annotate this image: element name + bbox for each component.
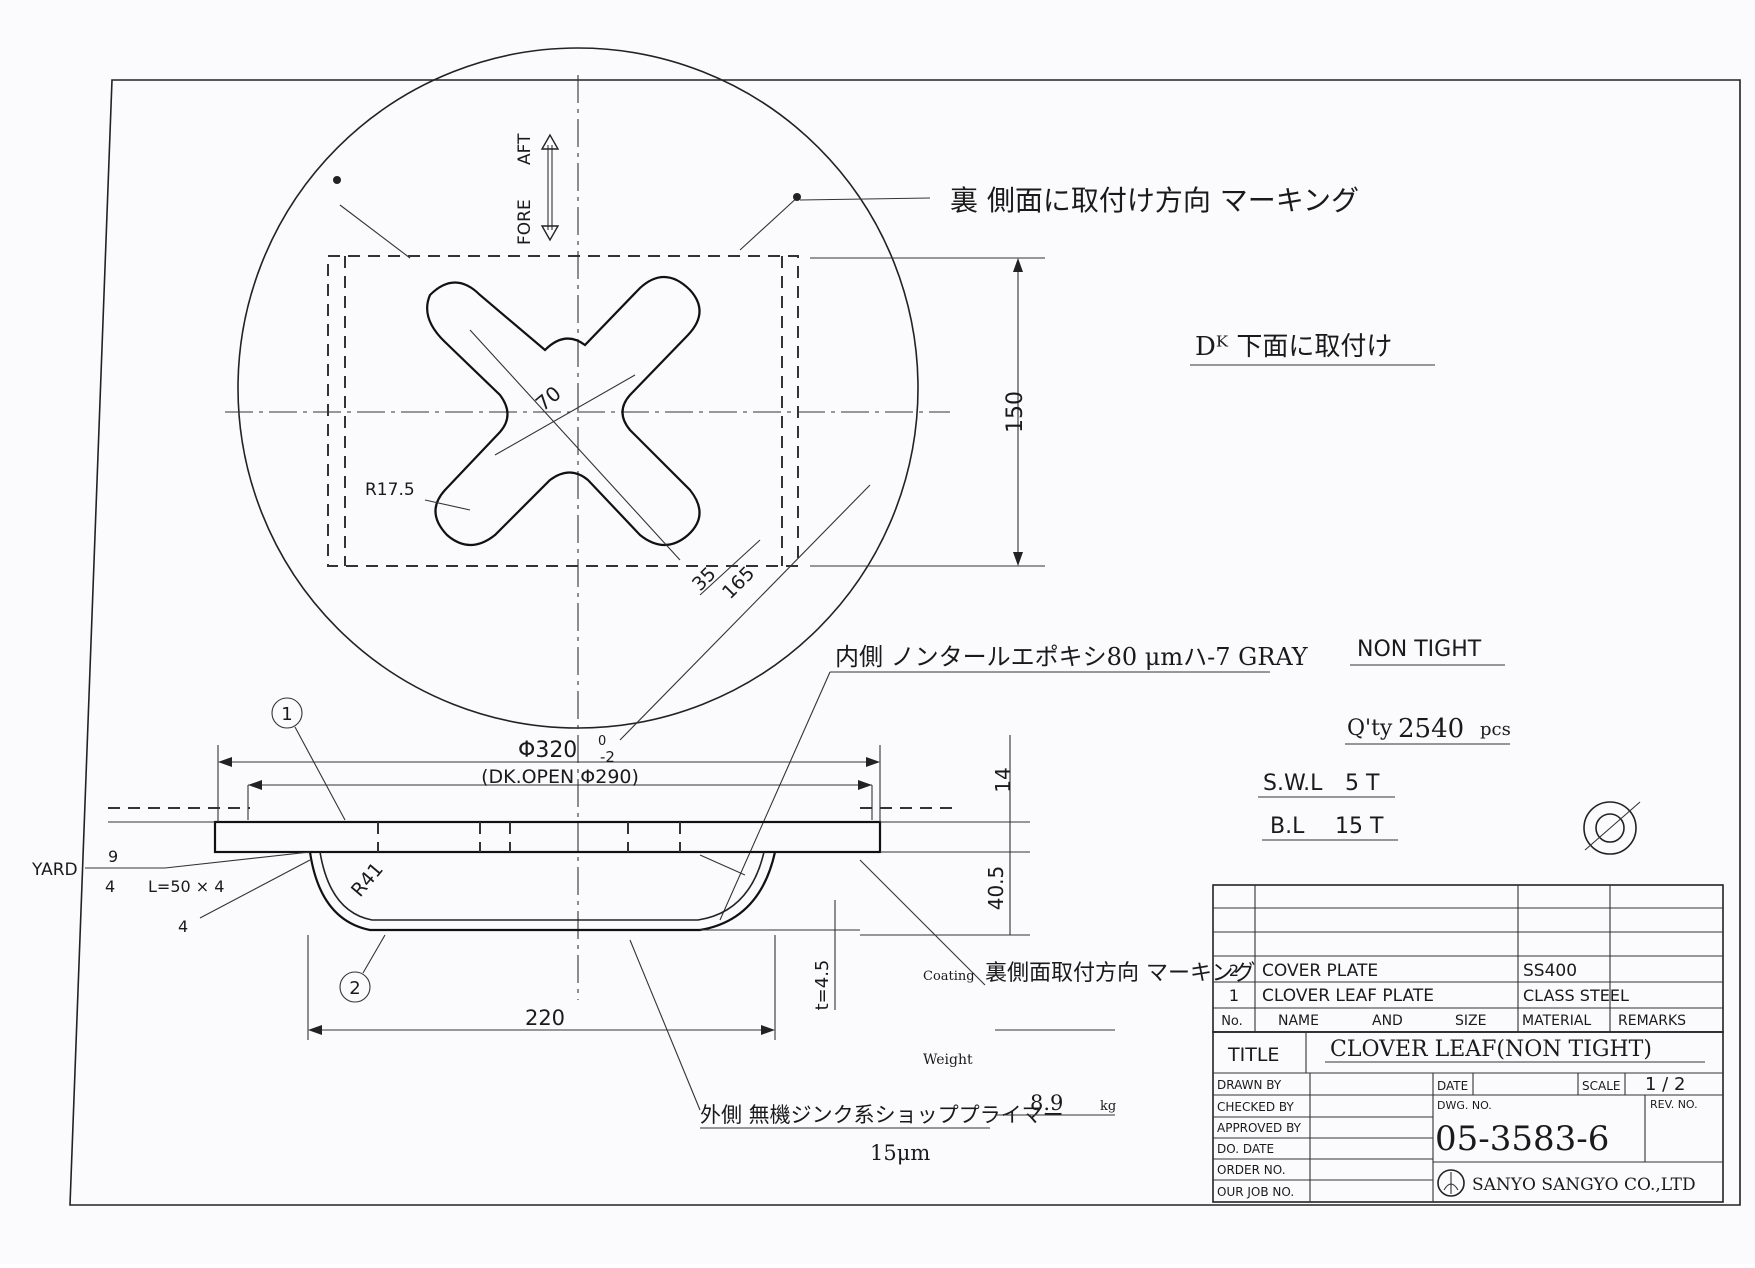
company-logo	[1437, 1169, 1465, 1197]
dim-phi-320-tol: 0	[598, 734, 606, 749]
dim-220: 220	[525, 1006, 565, 1030]
approved-by: APPROVED BY	[1217, 1121, 1302, 1135]
yard-label: YARD	[31, 860, 78, 880]
dim-r17-5: R17.5	[365, 480, 415, 500]
clover-leaf-cross	[426, 275, 701, 547]
fore-aft-arrow: FORE AFT	[515, 133, 560, 245]
spec-bl-label: B.L	[1270, 814, 1305, 839]
spec-non-tight: NON TIGHT	[1357, 637, 1482, 662]
svg-text:4: 4	[178, 917, 188, 936]
company-name: SANYO SANGYO CO.,LTD	[1472, 1175, 1696, 1195]
cover-plate-section	[213, 820, 882, 854]
spec-swl-label: S.W.L	[1263, 771, 1323, 796]
fore-label: FORE	[515, 199, 535, 245]
scale-value: 1 / 2	[1645, 1074, 1685, 1095]
rev-no-label: REV. NO.	[1650, 1098, 1698, 1111]
note-coating-marking: 裏側面取付方向 マーキング	[985, 961, 1255, 986]
svg-text:9: 9	[108, 847, 118, 866]
header-material: MATERIAL	[1522, 1013, 1591, 1029]
svg-text:4: 4	[105, 877, 115, 896]
dim-40-5: 40.5	[984, 866, 1008, 911]
drawn-by: DRAWN BY	[1217, 1078, 1282, 1092]
dim-thickness: t=4.5	[812, 960, 833, 1011]
header-no: No.	[1221, 1014, 1243, 1029]
dim-phi-320: Φ320	[518, 738, 577, 763]
parts-list-table: 2 COVER PLATE SS400 1 CLOVER LEAF PLATE …	[1212, 884, 1724, 1033]
projection-symbol	[1583, 801, 1641, 855]
note-marking-direction: 裏 側面に取付け方向 マーキング	[950, 184, 1359, 217]
checked-by: CHECKED BY	[1217, 1100, 1294, 1114]
spec-qty-prefix: Q'ty	[1347, 716, 1393, 741]
parts-row-1-name: CLOVER LEAF PLATE	[1262, 986, 1434, 1006]
header-and: AND	[1372, 1013, 1403, 1029]
parts-row-2-no: 2	[1229, 961, 1239, 980]
our-job-no: OUR JOB NO.	[1217, 1185, 1294, 1199]
spec-bl-value: 15 T	[1335, 814, 1384, 839]
parts-row-2-material: SS400	[1523, 961, 1577, 981]
spec-qty-unit: pcs	[1480, 719, 1511, 740]
dwg-no: 05-3583-6	[1435, 1119, 1609, 1159]
marking-dot-right	[793, 193, 801, 201]
header-size: SIZE	[1455, 1013, 1486, 1029]
dim-165: 165	[718, 562, 759, 603]
dim-70: 70	[531, 381, 566, 416]
title-value: CLOVER LEAF(NON TIGHT)	[1330, 1037, 1652, 1062]
part-balloon-2	[339, 971, 371, 1003]
dim-phi-320-tol2: -2	[600, 748, 615, 766]
dwg-no-label: DWG. NO.	[1437, 1099, 1492, 1112]
title-label: TITLE	[1227, 1044, 1279, 1066]
date-label: DATE	[1437, 1079, 1468, 1093]
spec-swl-value: 5 T	[1345, 771, 1380, 796]
part-balloon-1	[271, 697, 303, 729]
parts-row-1-material: CLASS STEEL	[1523, 986, 1629, 1005]
scale-label: SCALE	[1582, 1079, 1620, 1093]
dim-dk-open: (DK.OPEN Φ290)	[481, 766, 639, 788]
drawing-border	[69, 79, 1741, 1206]
svg-text:2: 2	[349, 978, 360, 999]
weight-value: 8.9	[1030, 1091, 1063, 1115]
dim-r41: R41	[347, 858, 388, 901]
note-dk-install: Dᴷ 下面に取付け	[1195, 332, 1392, 362]
dim-14: 14	[991, 767, 1015, 792]
weight-label: Weight	[923, 1052, 973, 1068]
weld-length: L=50 × 4	[148, 877, 224, 896]
section-view: Φ320 0 -2 (DK.OPEN Φ290) 14 40.5 t=4.5 R…	[31, 697, 1030, 1111]
title-block: TITLE CLOVER LEAF(NON TIGHT) DRAWN BY CH…	[1212, 1031, 1724, 1203]
header-name: NAME	[1278, 1013, 1319, 1029]
dim-150: 150	[1003, 391, 1028, 433]
deck-opening-hidden-line	[327, 255, 799, 567]
plan-view: 150 70 R17.5 35 165 FORE AFT	[225, 47, 1045, 1000]
primer-thickness: 15μm	[870, 1141, 930, 1165]
coating-label: Coating	[923, 969, 975, 984]
aft-label: AFT	[515, 133, 535, 165]
weight-unit: kg	[1100, 1099, 1116, 1114]
svg-text:1: 1	[281, 704, 292, 725]
parts-row-2-name: COVER PLATE	[1262, 961, 1378, 981]
note-inner-coating: 内側 ノンタールエポキシ80 μmハ-7 GRAY	[835, 643, 1309, 671]
do-date: DO. DATE	[1217, 1142, 1274, 1156]
spec-qty-value: 2540	[1398, 714, 1464, 744]
dim-35: 35	[688, 563, 721, 596]
parts-row-1-no: 1	[1229, 986, 1239, 1005]
order-no: ORDER NO.	[1217, 1163, 1286, 1177]
marking-dot-left	[333, 176, 341, 184]
header-remarks: REMARKS	[1618, 1013, 1686, 1029]
